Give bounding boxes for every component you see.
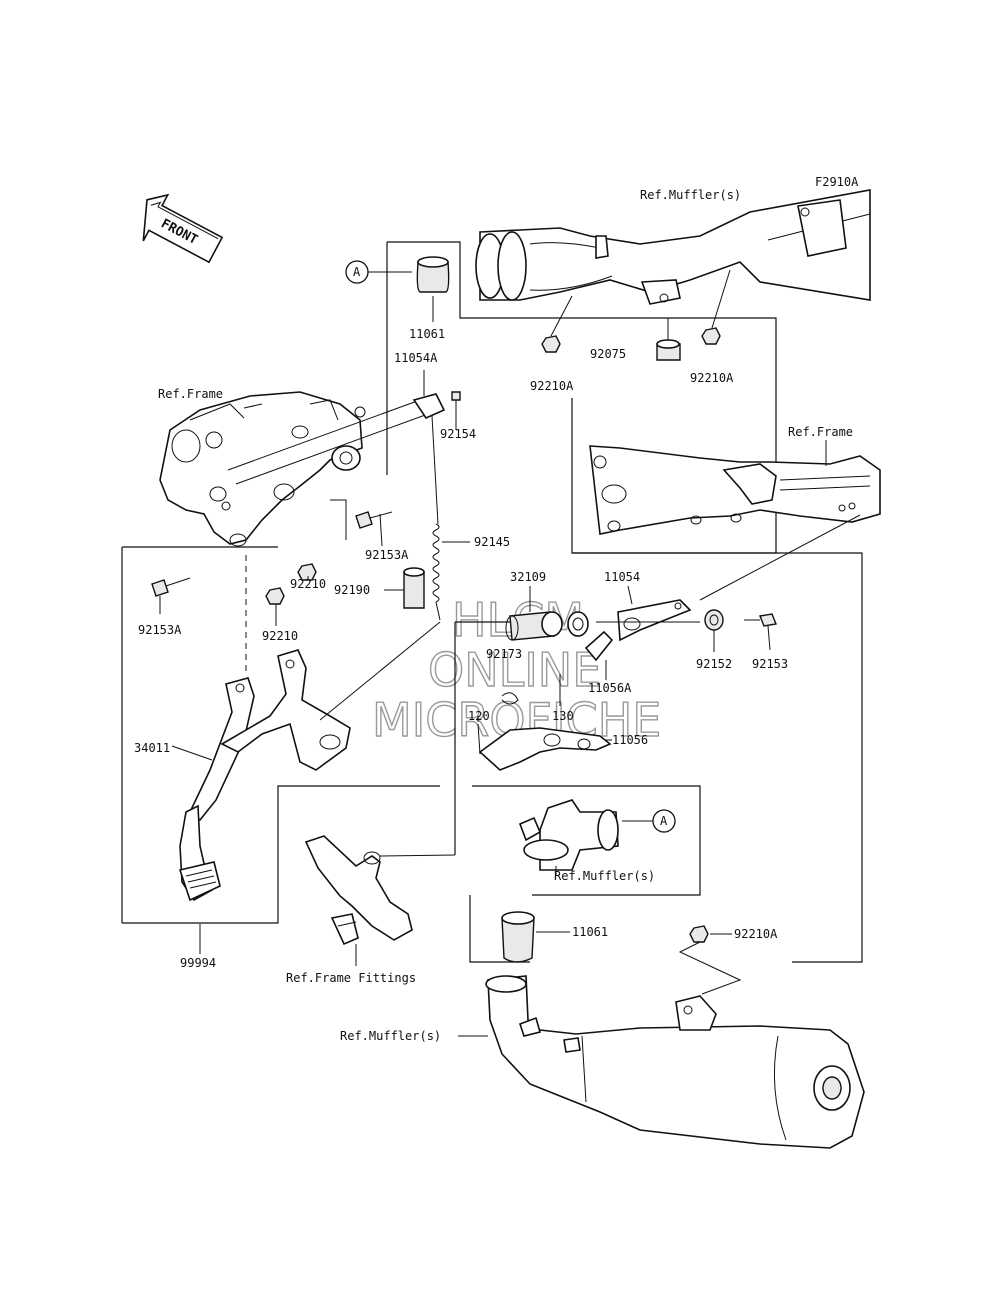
label-ref-frame-right: Ref.Frame — [788, 425, 853, 439]
label-11061-top: 11061 — [409, 327, 445, 341]
support-32109 — [505, 586, 563, 641]
watermark-line-2: ONLINE — [428, 643, 601, 697]
nut-92210-b — [265, 587, 285, 626]
label-ref-frame-fittings: Ref.Frame Fittings — [286, 971, 416, 985]
label-92075: 92075 — [590, 347, 626, 361]
frame-left — [159, 391, 429, 547]
label-11056a: 11056A — [588, 681, 632, 695]
washer-92152 — [704, 609, 724, 652]
clip-130 — [501, 674, 561, 706]
shaft-11054a — [412, 370, 446, 420]
label-92210-a: 92210 — [290, 577, 326, 591]
bolt-92153 — [744, 613, 777, 651]
frame-right — [589, 440, 881, 535]
muffler-bottom — [458, 975, 865, 1149]
sleeve-11061-top — [416, 256, 450, 293]
collar-92173 — [567, 611, 589, 637]
group-lines — [121, 241, 863, 963]
label-92153: 92153 — [752, 657, 788, 671]
spring-92145 — [431, 415, 470, 621]
label-92210a-right: 92210A — [690, 371, 734, 385]
label-92153a-left: 92153A — [138, 623, 182, 637]
bolt-92154 — [451, 391, 461, 430]
label-92145: 92145 — [474, 535, 510, 549]
side-stand-34011 — [171, 649, 351, 902]
nut-92210a-bottom — [678, 925, 742, 995]
label-ref-muffler-top: Ref.Muffler(s) — [640, 188, 741, 202]
label-11054a: 11054A — [394, 351, 438, 365]
muffler-mid — [518, 799, 619, 876]
sleeve-11061-bottom — [501, 911, 570, 963]
label-11056: 11056 — [612, 733, 648, 747]
label-120: 120 — [468, 709, 490, 723]
nut-92210-a — [297, 563, 317, 581]
nut-92210a-right — [701, 269, 731, 345]
bolt-92153a-mid — [355, 511, 393, 547]
label-92152: 92152 — [696, 657, 732, 671]
label-92210a-left: 92210A — [530, 379, 574, 393]
label-11054: 11054 — [604, 570, 640, 584]
label-32109: 32109 — [510, 570, 546, 584]
bolt-120 — [477, 716, 481, 755]
callout-a-mid: A — [622, 809, 676, 833]
label-34011: 34011 — [134, 741, 170, 755]
callout-a-top: A — [345, 260, 412, 284]
rubber-92075 — [656, 318, 681, 361]
bracket-11054 — [617, 585, 692, 642]
callout-a-top-label: A — [353, 265, 361, 279]
label-92173: 92173 — [486, 647, 522, 661]
collar-92190 — [384, 567, 425, 609]
callout-a-mid-label: A — [660, 814, 668, 828]
label-130: 130 — [552, 709, 574, 723]
label-ref-muffler-mid: Ref.Muffler(s) — [554, 869, 655, 883]
label-92210a-bottom: 92210A — [734, 927, 778, 941]
bolt-92153a-left — [151, 577, 191, 614]
label-92210-b: 92210 — [262, 629, 298, 643]
front-arrow-icon: FRONT — [142, 193, 224, 264]
bracket-11056a — [584, 630, 614, 680]
diagram-code: F2910A — [815, 175, 859, 189]
label-ref-frame-left: Ref.Frame — [158, 387, 223, 401]
muffler-top — [475, 189, 871, 305]
label-92190: 92190 — [334, 583, 370, 597]
label-99994: 99994 — [180, 956, 216, 970]
footrest-bracket — [304, 835, 456, 966]
labels: Ref.Muffler(s) 11061 11054A 92210A 92075… — [134, 188, 853, 1043]
leader-lines — [199, 296, 861, 954]
bracket-11056 — [478, 727, 612, 771]
label-92154: 92154 — [440, 427, 476, 441]
label-92153a-mid: 92153A — [365, 548, 409, 562]
nut-92210a-left — [541, 295, 573, 353]
label-ref-muffler-bottom: Ref.Muffler(s) — [340, 1029, 441, 1043]
label-11061-bottom: 11061 — [572, 925, 608, 939]
